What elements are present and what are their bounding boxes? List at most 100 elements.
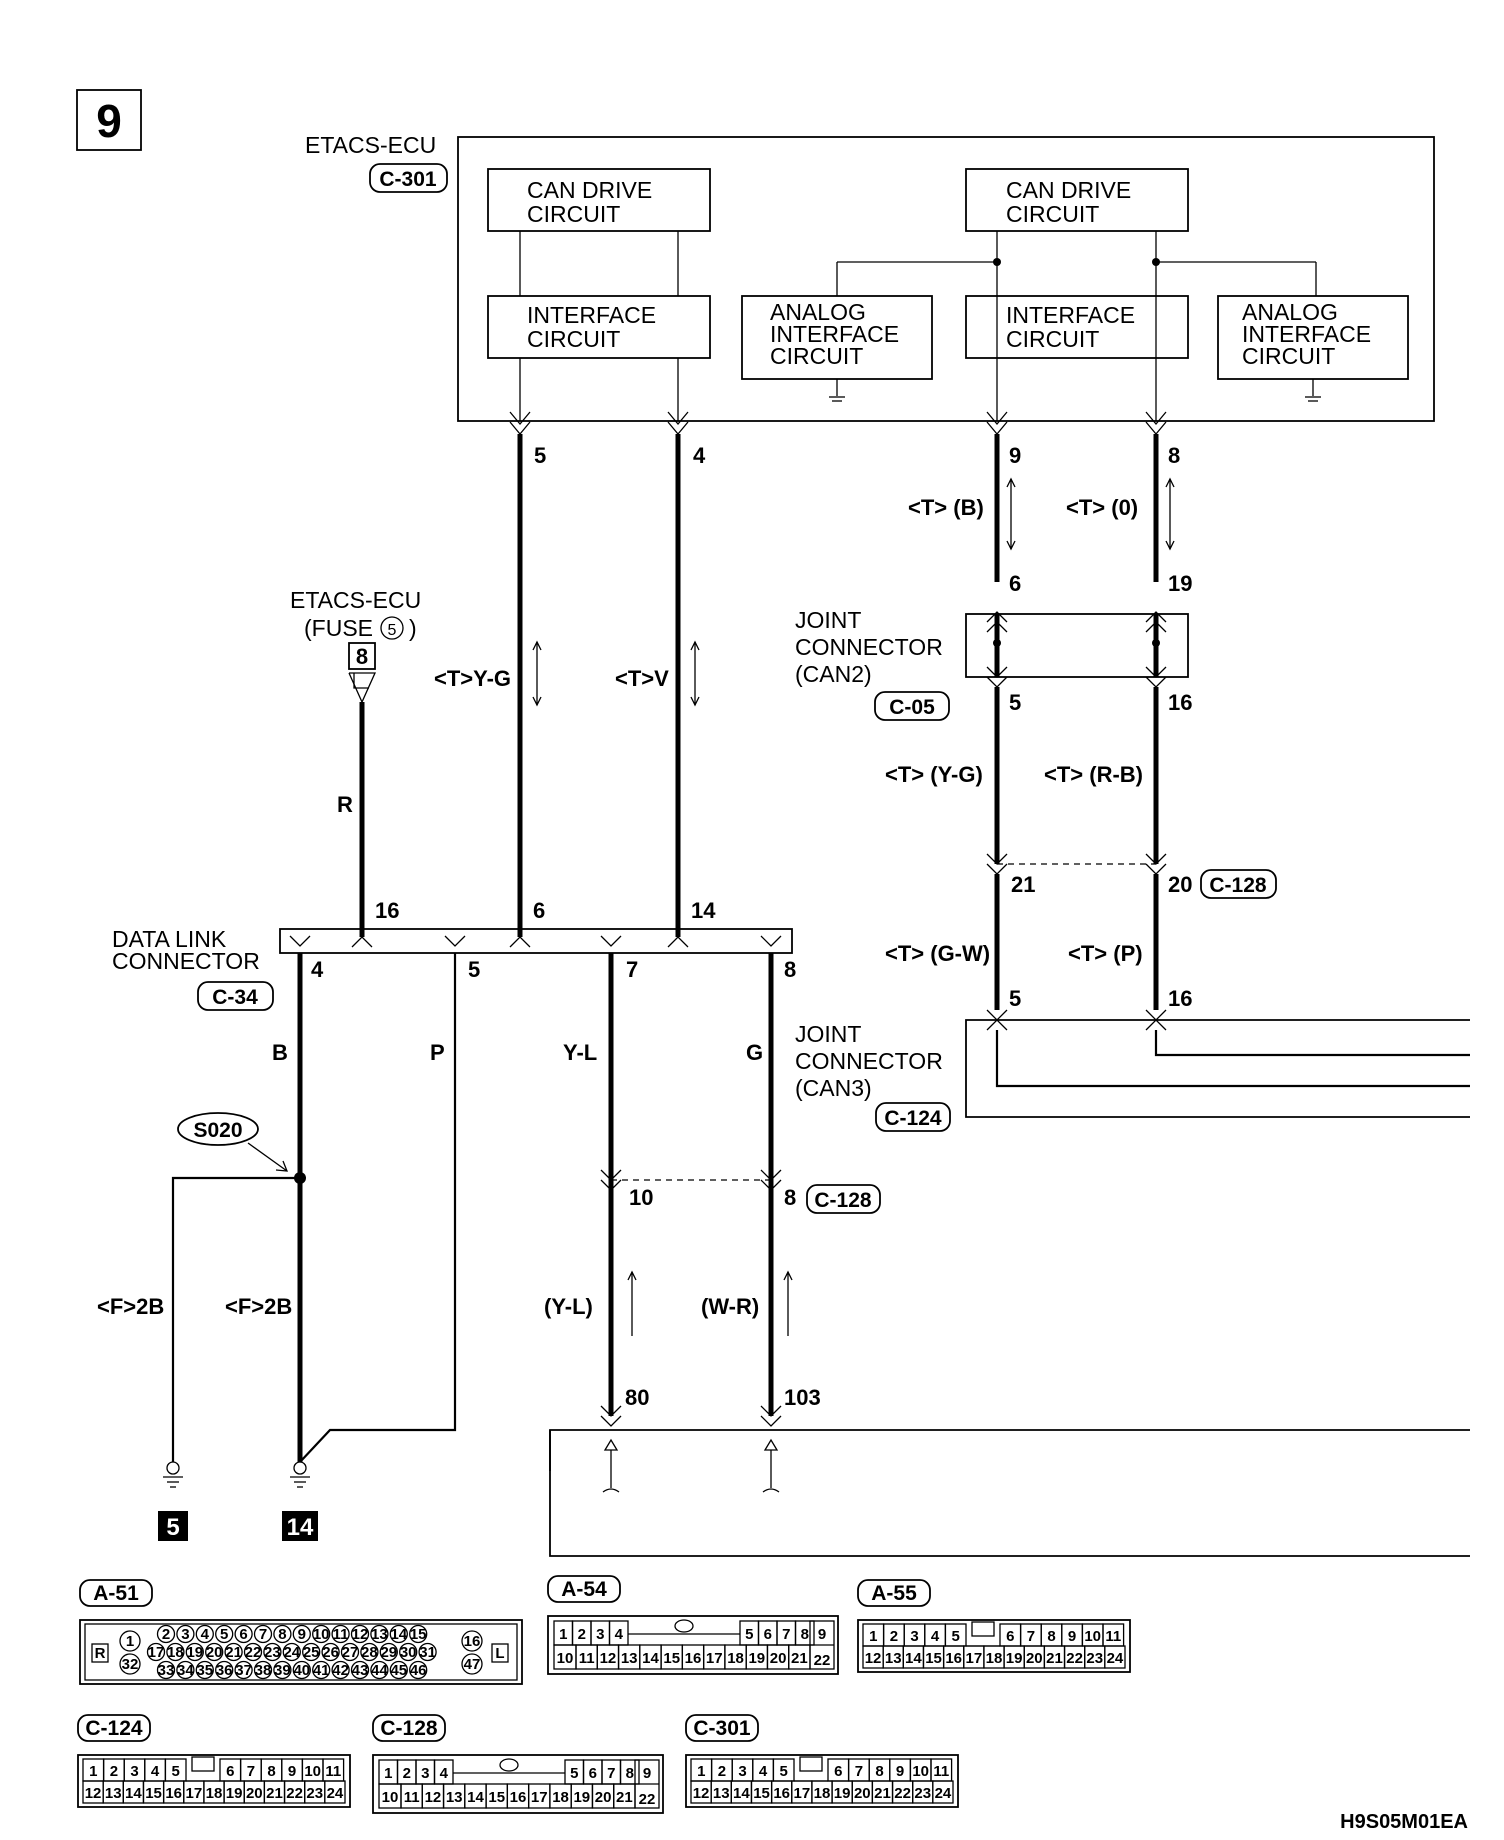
connector-a51-pin-circle xyxy=(119,1630,141,1652)
signal-arrows xyxy=(532,640,700,707)
connector-c301-pin-12: 12 xyxy=(693,1785,710,1802)
can3-connector-id: C-124 xyxy=(884,1107,942,1130)
connector-a51-pin-19: 19 xyxy=(186,1644,203,1661)
can3-connector-badge xyxy=(875,1102,951,1132)
connector-c128-pin-10: 10 xyxy=(382,1789,399,1806)
page-number-box xyxy=(76,89,142,151)
connector-a51-pin-circle xyxy=(370,1660,389,1680)
connector-a51-pin-28: 28 xyxy=(361,1644,378,1661)
can2-pin-16: 16 xyxy=(1168,690,1192,715)
connector-a55-pin-3: 3 xyxy=(910,1628,918,1645)
connector-c128-pin-13: 13 xyxy=(446,1789,463,1806)
lower-ecu-box xyxy=(549,1429,1470,1471)
ecu-connector-badge xyxy=(369,163,448,193)
connector-c124-badge xyxy=(77,1714,151,1742)
wire-label-ecu5: <T>Y-G xyxy=(434,666,511,691)
connector-c128-key-oval xyxy=(499,1758,519,1772)
connector-a51-mark-left xyxy=(91,1643,109,1663)
connector-a55-pin-9: 9 xyxy=(1068,1628,1076,1645)
connector-a51-pin-circle xyxy=(379,1642,398,1662)
connector-a51-pin-42: 42 xyxy=(332,1662,349,1679)
connector-a55-pin-5: 5 xyxy=(952,1628,960,1645)
connector-a51-pin-22: 22 xyxy=(245,1644,262,1661)
fuse-number: 5 xyxy=(388,622,397,639)
connector-a55-pin-6: 6 xyxy=(1006,1628,1014,1645)
connector-c301-pin-9: 9 xyxy=(896,1763,904,1780)
c128-upper-pin-20: 20 xyxy=(1168,872,1192,897)
connector-a51-pin-circle xyxy=(243,1642,263,1662)
connector-a54-pin-3: 3 xyxy=(596,1626,604,1643)
connector-a51-pin-16: 16 xyxy=(464,1633,481,1650)
connector-a51-pin-circle xyxy=(282,1642,301,1662)
connector-a55-pin-15: 15 xyxy=(925,1650,942,1667)
connector-a55-pin-21: 21 xyxy=(1046,1650,1063,1667)
connector-a51-pin-8: 8 xyxy=(278,1626,286,1643)
page-code: H9S05M01EA xyxy=(1340,1811,1468,1833)
connector-a51-pin-5: 5 xyxy=(220,1626,228,1643)
connector-a51-pin-6: 6 xyxy=(239,1626,247,1643)
connector-a55-pin-24: 24 xyxy=(1107,1650,1124,1667)
can2-pin-19: 19 xyxy=(1168,571,1192,596)
fuse-terminal-symbol-inner xyxy=(353,673,369,689)
connector-a55-pin-16: 16 xyxy=(945,1650,962,1667)
can3-bus-a xyxy=(995,1030,1470,1088)
ecu-pin-5: 5 xyxy=(534,443,546,468)
connector-a55-pin-19: 19 xyxy=(1006,1650,1023,1667)
connector-a54-pin-12: 12 xyxy=(600,1650,617,1667)
wire-label-ecu9: <T> (B) xyxy=(908,495,984,520)
connector-c301-pin-3: 3 xyxy=(738,1763,746,1780)
lower-ecu-inputs xyxy=(602,1438,780,1493)
wire-label-can2-5: <T> (Y-G) xyxy=(885,762,983,787)
connector-a55-pin-18: 18 xyxy=(986,1650,1003,1667)
splice-id: S020 xyxy=(193,1119,242,1142)
connector-a51-inner xyxy=(84,1623,518,1681)
connector-a54-pin-20: 20 xyxy=(770,1650,787,1667)
connector-a51-pin-circle xyxy=(234,1624,253,1644)
splice-pointer-head xyxy=(275,1160,288,1172)
wire-label-ecu4: <T>V xyxy=(615,666,669,691)
c128-lower-pin-8: 8 xyxy=(784,1185,796,1210)
connector-a51-pin-circle xyxy=(215,1624,234,1644)
connector-c124-pin-5: 5 xyxy=(172,1763,180,1780)
connector-a54-pin-14: 14 xyxy=(642,1650,659,1667)
connector-a55-pin-10: 10 xyxy=(1084,1628,1101,1645)
connector-a51-pin-circle xyxy=(156,1660,176,1680)
c128-upper-pin-21: 21 xyxy=(1011,872,1035,897)
connector-c128-pin-5: 5 xyxy=(570,1765,578,1782)
wire-label-lower2: (W-R) xyxy=(701,1294,759,1319)
ecu-box xyxy=(457,136,1435,422)
can-signal-arrows-upper xyxy=(1006,477,1175,551)
bottom-pin-markers xyxy=(600,1405,782,1427)
connector-a51-pin-40: 40 xyxy=(293,1662,310,1679)
ground-5: 5 xyxy=(166,1514,179,1541)
c128-lower-markers xyxy=(600,1169,782,1191)
connector-a51-pin-circle xyxy=(176,1660,195,1680)
connector-a55-pin-8: 8 xyxy=(1047,1628,1055,1645)
connector-a51-pin-29: 29 xyxy=(380,1644,397,1661)
connector-c128-housing xyxy=(372,1754,664,1814)
connector-a51-pin-9: 9 xyxy=(298,1626,306,1643)
ecu-pin-8: 8 xyxy=(1168,443,1180,468)
connector-a51-pin-circle xyxy=(195,1624,214,1644)
wire-label-ground1: <F>2B xyxy=(97,1294,164,1319)
connector-a51-pin-15: 15 xyxy=(410,1626,427,1643)
connector-a54-pin-11: 11 xyxy=(579,1650,595,1667)
connector-a51-pin-circle xyxy=(292,1624,311,1644)
fuse-terminal: 8 xyxy=(356,644,368,669)
connector-a51-pin-circle xyxy=(156,1624,176,1644)
connector-a54-pin-22: 22 xyxy=(814,1652,831,1669)
connector-c128-pin-22: 22 xyxy=(639,1791,656,1808)
connector-a51-pin-circle xyxy=(263,1642,282,1662)
wire-label-c128-20: <T> (P) xyxy=(1068,941,1143,966)
connector-a55-pin-2: 2 xyxy=(890,1628,898,1645)
connector-a51-pin-circle xyxy=(340,1642,360,1662)
can3-pin-5: 5 xyxy=(1009,986,1021,1011)
connector-c301-pin-8: 8 xyxy=(875,1763,883,1780)
connector-c301-pin-11: 11 xyxy=(933,1763,949,1780)
connector-a51-mark-right xyxy=(491,1643,509,1663)
